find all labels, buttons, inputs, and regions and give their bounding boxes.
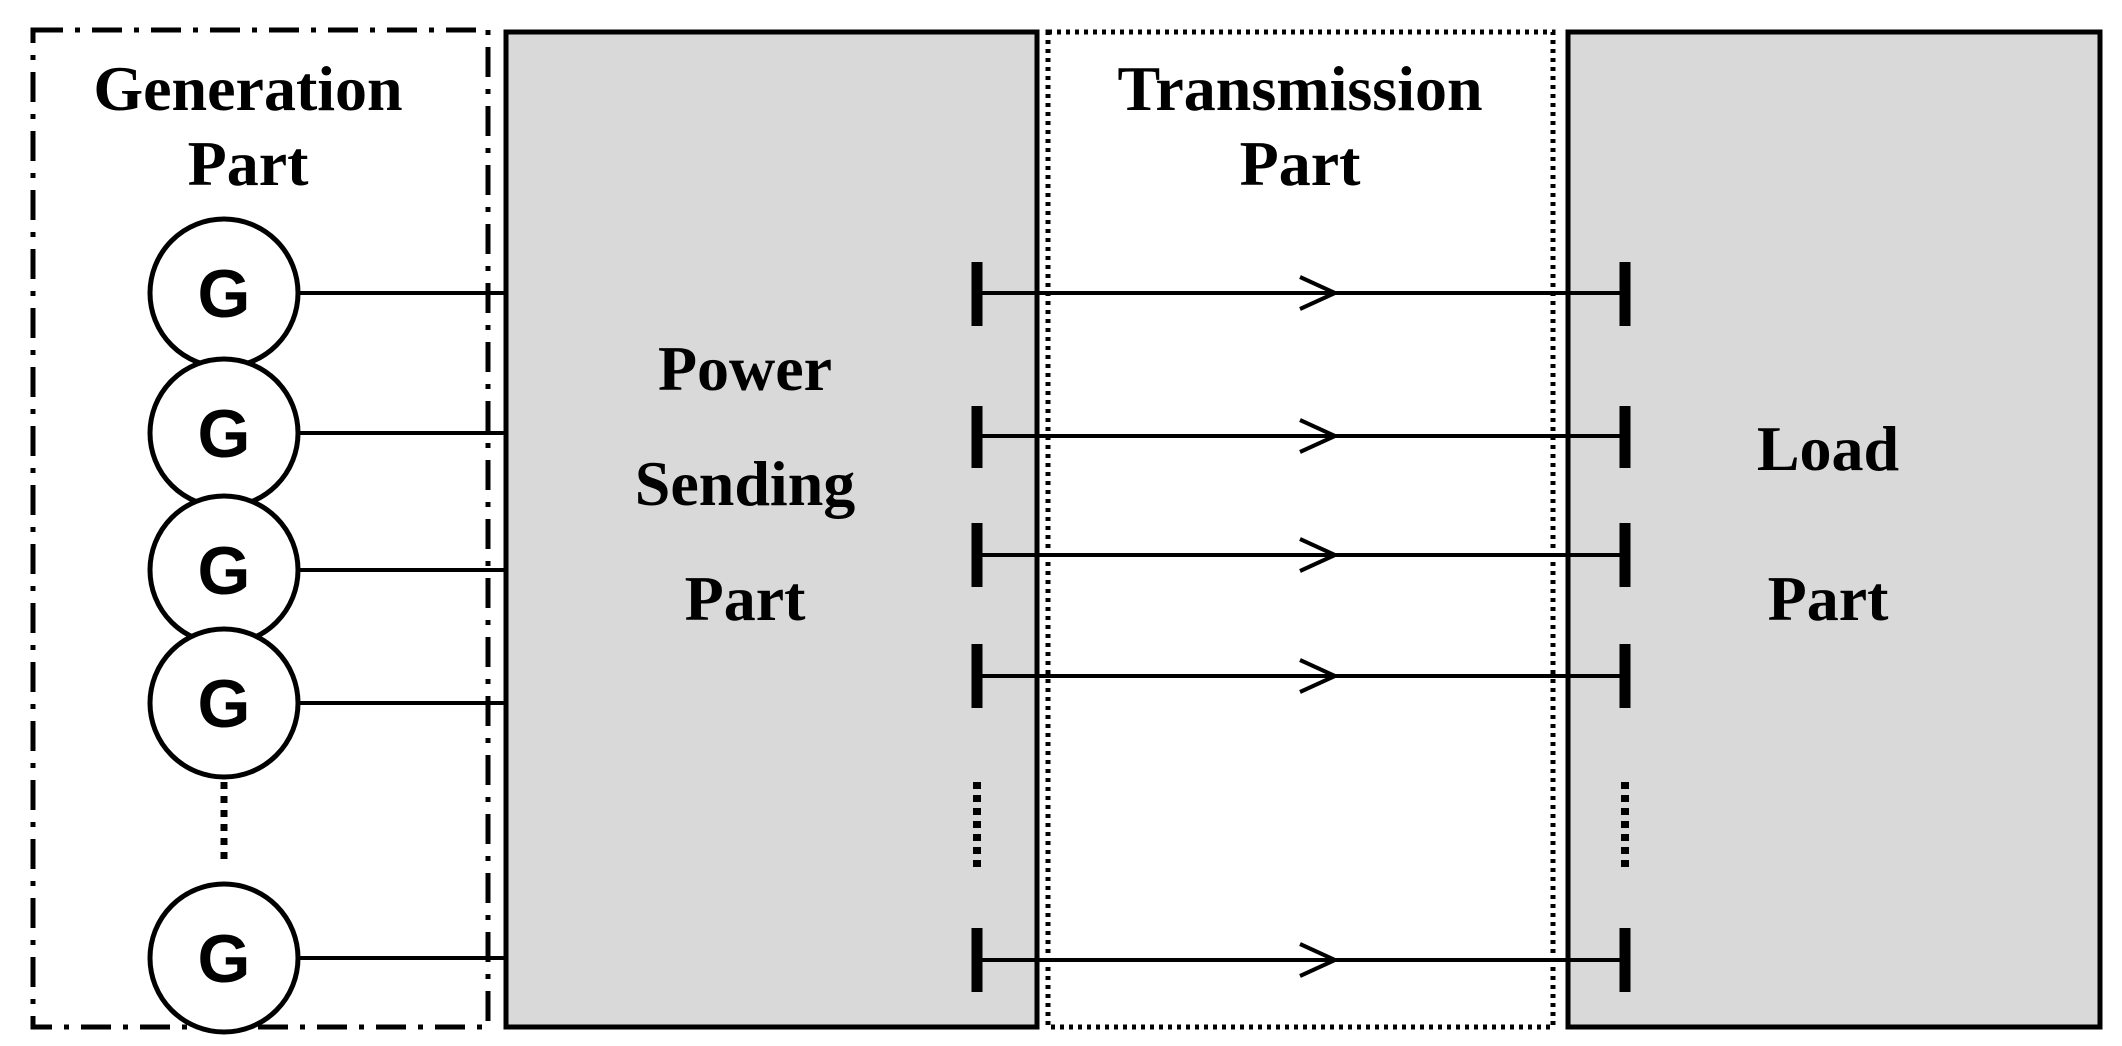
power-sending-title-line1: Power: [658, 333, 832, 404]
flow-arrow-icon: [1299, 537, 1340, 573]
flow-arrow-icon: [1299, 942, 1340, 978]
transmission-line-1: [971, 262, 1631, 326]
power-sending-part: Power Sending Part: [503, 29, 1040, 1030]
generator-1: G: [147, 216, 506, 370]
generator-4: G: [147, 626, 506, 780]
transmission-part-title-line2: Part: [1240, 128, 1362, 199]
generator-label: G: [198, 666, 251, 742]
generator-circle: [147, 626, 301, 780]
generator-n: G: [147, 881, 506, 1035]
generator-label: G: [198, 533, 251, 609]
power-sending-block: [503, 29, 1040, 1030]
load-block: [1565, 29, 2103, 1030]
load-part-title-line2: Part: [1768, 563, 1890, 634]
transmission-part-title-line1: Transmission: [1117, 53, 1482, 124]
flow-arrow-icon: [1299, 418, 1340, 454]
generator-circle: [147, 881, 301, 1035]
power-sending-title-line3: Part: [685, 563, 807, 634]
generator-label: G: [198, 256, 251, 332]
transmission-line-2: [971, 406, 1631, 468]
generation-part-border: [30, 27, 491, 1030]
generator-label: G: [198, 921, 251, 997]
transmission-line-4: [971, 644, 1631, 708]
transmission-line-3: [971, 523, 1631, 587]
generation-part-title-line1: Generation: [93, 53, 402, 124]
transmission-part-border: [1045, 29, 1556, 1030]
generation-part-title-line2: Part: [188, 128, 310, 199]
load-part-title-line1: Load: [1757, 413, 1899, 484]
load-part: Load Part: [1565, 29, 2103, 1030]
flow-arrow-icon: [1299, 658, 1340, 694]
power-sending-title-line2: Sending: [635, 448, 856, 519]
generator-label: G: [198, 396, 251, 472]
flow-arrow-icon: [1299, 275, 1340, 311]
transmission-line-n: [971, 928, 1631, 992]
generation-part: Generation Part: [30, 27, 491, 1030]
transmission-part: Transmission Part: [1045, 29, 1556, 1030]
generator-3: G: [147, 493, 506, 647]
generator-2: G: [147, 356, 506, 510]
